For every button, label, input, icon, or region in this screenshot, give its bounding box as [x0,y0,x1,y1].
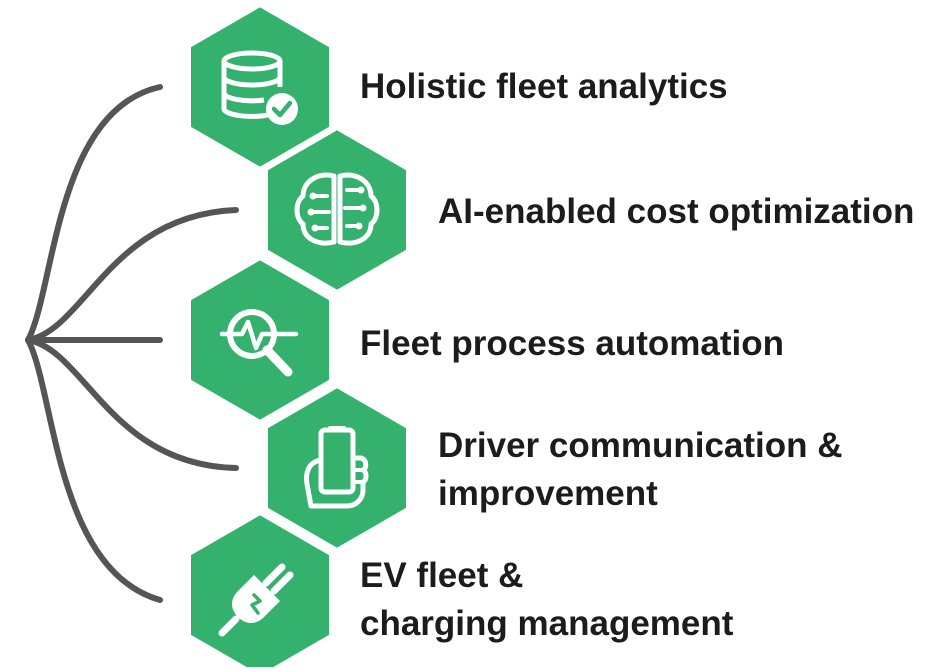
database-check-icon [221,50,298,125]
brain-circuit-icon [294,172,380,246]
hexagon-shape [264,126,410,294]
label-holistic-fleet-analytics: Holistic fleet analytics [360,63,728,111]
hexagon-process-automation [187,256,333,424]
connector-branch-2 [25,207,239,343]
connector-branch-4 [25,337,239,471]
branch-connectors [25,84,239,603]
hexagon-shape [264,384,410,552]
hexagon-analytics [187,3,333,171]
hexagon-driver-communication [264,384,410,552]
connector-branch-5 [25,337,163,603]
hexagon-cost-optimization [264,126,410,294]
label-fleet-process-automation: Fleet process automation [360,320,784,368]
connector-branch-1 [25,84,163,343]
label-line: improvement [438,474,658,513]
label-line: AI-enabled cost optimization [438,192,915,231]
label-line: Holistic fleet analytics [360,67,728,106]
label-driver-communication: Driver communication & improvement [438,422,843,518]
label-line: Fleet process automation [360,324,784,363]
magnifier-pulse-icon [219,309,299,377]
phone-in-hand-icon [304,426,369,509]
label-ev-fleet-charging: EV fleet & charging management [360,552,733,648]
ev-plug-icon [218,563,294,637]
label-ai-cost-optimization: AI-enabled cost optimization [438,188,914,236]
label-line: charging management [360,604,734,643]
hexagon-ev-charging [187,511,333,672]
label-line: Driver communication & [438,426,843,465]
label-line: EV fleet & [360,556,524,595]
hexagon-group [187,3,410,672]
